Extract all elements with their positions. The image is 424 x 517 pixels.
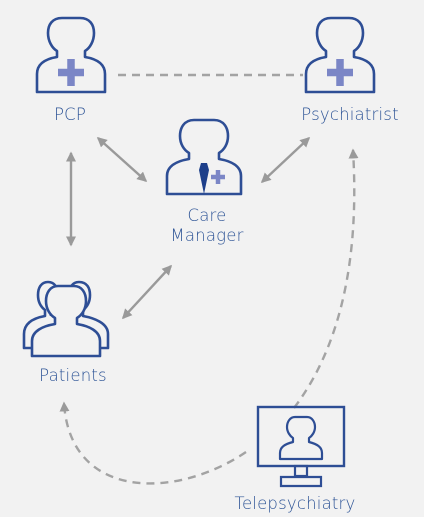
care-manager-label-line1: Care	[187, 206, 227, 225]
psychiatrist-icon	[304, 16, 376, 94]
patients-label: Patients	[39, 366, 107, 385]
pcp-label: PCP	[53, 105, 87, 124]
arrow-care-manager-patients	[121, 264, 173, 320]
care-manager-label: Care Manager	[152, 206, 262, 246]
psychiatrist-label: Psychiatrist	[301, 105, 399, 124]
telepsychiatry-label: Telepsychiatry	[234, 494, 356, 513]
care-manager-label-line2: Manager	[170, 226, 244, 245]
arrow-pcp-care-manager	[96, 136, 148, 183]
dashed-arrow-telepsychiatry-psychiatrist	[293, 148, 359, 409]
care-manager-icon	[165, 118, 243, 196]
pcp-icon	[35, 16, 107, 94]
patients-icon	[22, 280, 110, 358]
telepsychiatry-icon	[256, 405, 346, 488]
dashed-arrow-telepsychiatry-patients	[59, 401, 247, 485]
arrow-psychiatrist-care-manager	[260, 136, 311, 184]
